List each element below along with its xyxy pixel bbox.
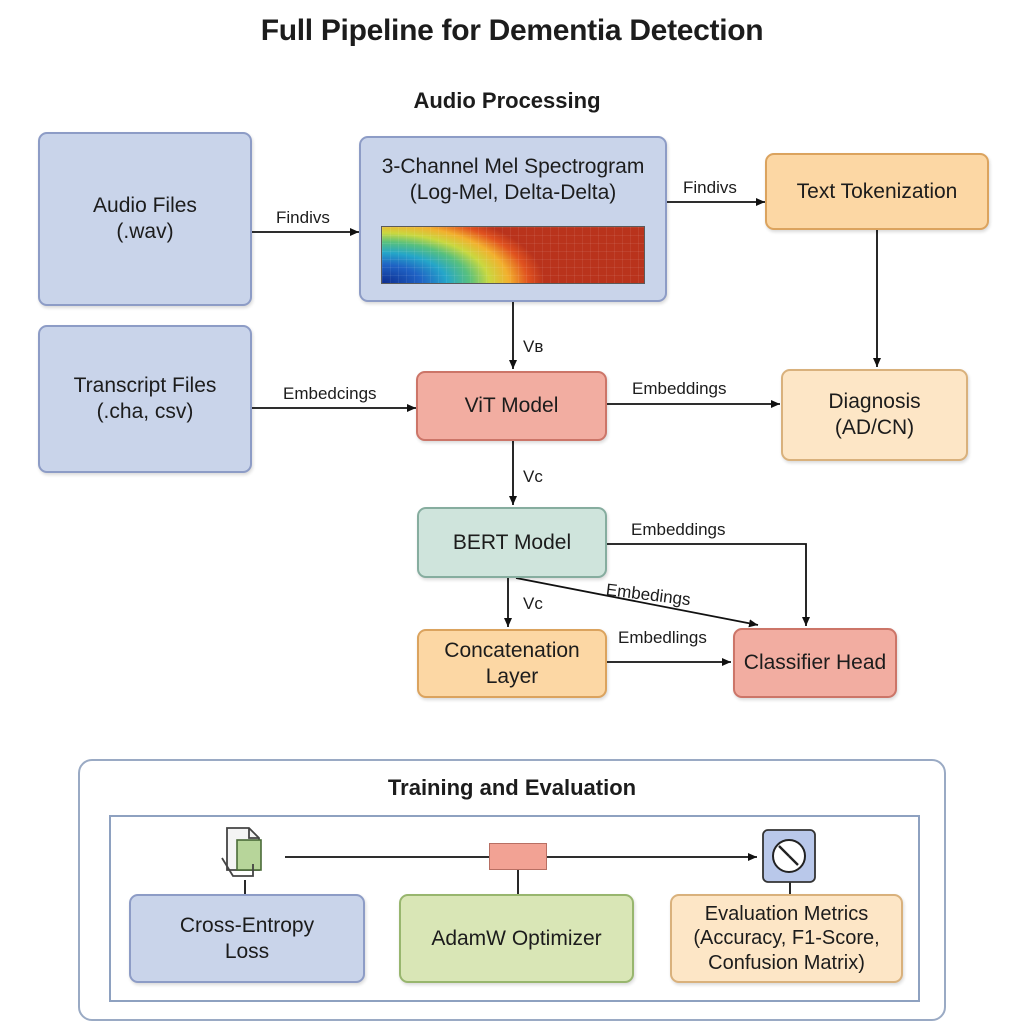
node-audio-files-line1: Audio Files [93,194,197,218]
edge-label-spectrogram-to-vit: Vв [523,337,544,356]
node-audio-files: Audio Files (.wav) [38,132,252,306]
node-text-tokenization: Text Tokenization [765,153,989,230]
node-evaluation-metrics: Evaluation Metrics (Accuracy, F1-Score, … [670,894,903,983]
node-diagnosis: Diagnosis (AD/CN) [781,369,968,461]
node-transcript-files-line1: Transcript Files [73,374,217,398]
training-inner-frame [109,815,920,1002]
spectrogram-image [381,226,645,284]
node-classifier-head: Classifier Head [733,628,897,698]
node-transcript-files: Transcript Files (.cha, csv) [38,325,252,473]
edge-label-audio-to-spectrogram: Findivs [276,208,330,227]
node-concatenation-line1: Concatenation [444,638,580,662]
gauge-icon [762,829,816,883]
edge-label-concat-to-classifier: Embedlings [618,628,707,647]
box-icon [489,843,547,870]
node-spectrogram-line1: 3-Channel Mel Spectrogram [381,155,645,178]
node-cross-entropy-loss: Cross-Entropy Loss [129,894,365,983]
node-vit-model-line1: ViT Model [464,394,559,418]
node-concatenation-line2: Layer [485,664,539,688]
section-label-audio-processing: Audio Processing [413,88,601,113]
node-adamw-line1: AdamW Optimizer [431,926,602,950]
node-cross-entropy-line1: Cross-Entropy [179,913,315,937]
node-evaluation-metrics-line3: Confusion Matrix) [708,951,865,974]
node-evaluation-metrics-line1: Evaluation Metrics [704,902,869,925]
node-text-tokenization-line1: Text Tokenization [796,179,958,203]
node-diagnosis-line2: (AD/CN) [834,416,915,439]
section-label-training: Training and Evaluation [387,775,637,800]
document-icon [221,827,262,877]
edge-label-vit-to-diagnosis: Embeddings [632,379,727,398]
node-diagnosis-line1: Diagnosis [828,390,921,414]
edge-label-bert-to-concat: Vc [523,594,543,613]
edge-label-spectrogram-to-tokenization: Findivs [683,178,737,197]
edge-label-transcript-to-vit: Embedcings [283,384,377,403]
diagram-title: Full Pipeline for Dementia Detection [260,14,764,47]
node-cross-entropy-line2: Loss [224,939,270,963]
edge-label-bert-to-classifier-top: Embeddings [631,520,726,539]
node-adamw-optimizer: AdamW Optimizer [399,894,634,983]
node-audio-files-line2: (.wav) [116,220,174,243]
node-classifier-head-line1: Classifier Head [743,651,887,675]
edge-bert-to-classifier-top [607,543,810,626]
node-bert-model-line1: BERT Model [452,530,572,554]
node-spectrogram-line2: (Log-Mel, Delta-Delta) [409,180,617,204]
edge-bert-to-classifier-diag [515,577,759,628]
node-vit-model: ViT Model [416,371,607,441]
node-evaluation-metrics-line2: (Accuracy, F1-Score, [693,927,880,950]
node-concatenation-layer: Concatenation Layer [417,629,607,698]
node-transcript-files-line2: (.cha, csv) [96,400,194,423]
node-bert-model: BERT Model [417,507,607,578]
training-section-frame [78,759,946,1021]
edge-label-vit-to-bert: Vc [523,467,543,486]
